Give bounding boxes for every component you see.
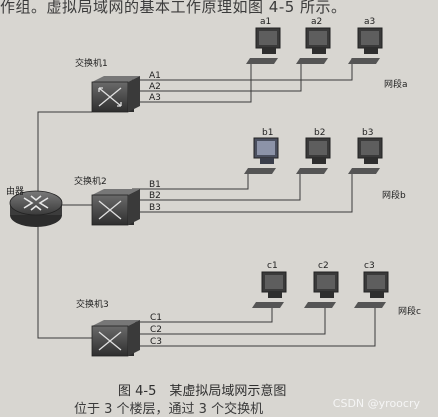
segment-label: 网段b (382, 189, 406, 201)
computer-icon (252, 271, 287, 308)
host-label: c3 (364, 261, 375, 271)
host-label: a2 (311, 17, 322, 27)
figure-caption: 图 4-5 某虚拟局域网示意图 (118, 384, 287, 399)
segment-label: 网段c (398, 305, 421, 317)
switch-3-label: 交换机3 (76, 298, 109, 310)
host-label: c2 (318, 261, 329, 271)
segment-label: 网段a (384, 78, 408, 90)
switch-1-device (91, 76, 140, 113)
port-label: C2 (150, 325, 162, 335)
page-footer-text: 位于 3 个楼层，通过 3 个交换机 (74, 402, 264, 417)
port-label: B3 (149, 203, 161, 213)
host-label: b2 (314, 128, 325, 138)
computer-icon (304, 271, 339, 308)
computer-icon (296, 27, 331, 64)
switch-1-label: 交换机1 (75, 57, 108, 69)
host-label: a1 (260, 17, 271, 27)
computer-icon (296, 137, 331, 174)
computer-icon (348, 137, 383, 174)
computer-icon (246, 27, 281, 64)
watermark: CSDN @yroocry (332, 397, 420, 410)
host-label: a3 (364, 17, 375, 27)
host-label: b3 (362, 128, 373, 138)
port-label: B1 (149, 180, 161, 190)
computer-icon (348, 27, 383, 64)
computer-icon (354, 271, 389, 308)
port-label: B2 (149, 191, 161, 201)
port-label: A1 (149, 71, 161, 81)
host-label: c1 (267, 261, 278, 271)
port-label: A2 (149, 82, 161, 92)
port-label: C1 (150, 313, 162, 323)
host-label: b1 (262, 128, 273, 138)
switch-3-device (91, 320, 140, 357)
computer-icon (244, 137, 279, 174)
page-header-text: 作组。虚拟局域网的基本工作原理如图 4-5 所示。 (0, 0, 347, 16)
switch-2-label: 交换机2 (74, 175, 107, 187)
switch-2-device (91, 189, 140, 226)
router-label: 由器 (6, 185, 24, 197)
port-label: C3 (150, 337, 162, 347)
port-label: A3 (149, 93, 161, 103)
connection-lines (37, 58, 376, 347)
router-device (9, 190, 63, 227)
